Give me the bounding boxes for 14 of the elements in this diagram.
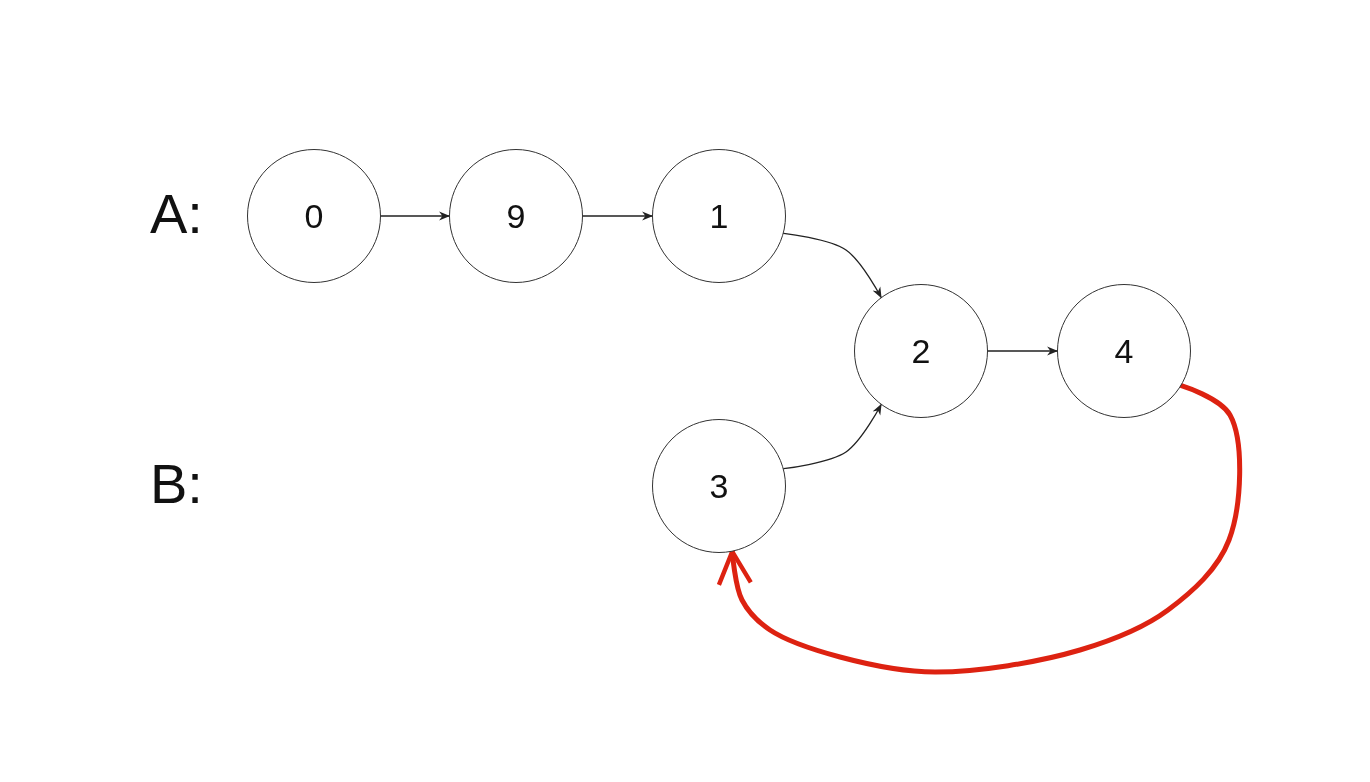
node-value: 1 [709, 196, 729, 236]
arrow [582, 211, 654, 221]
arrow [783, 403, 882, 470]
node-value: 3 [709, 466, 729, 506]
node-value: 2 [911, 331, 931, 371]
list-name-label: A: [150, 186, 203, 242]
node-value: 9 [506, 196, 526, 236]
list-name-label: B: [150, 456, 203, 512]
arrow [783, 232, 882, 299]
node-value: 0 [304, 196, 324, 236]
arrow [987, 346, 1059, 356]
node-value: 4 [1114, 331, 1134, 371]
arrow [380, 211, 451, 221]
arrow [716, 383, 1243, 675]
